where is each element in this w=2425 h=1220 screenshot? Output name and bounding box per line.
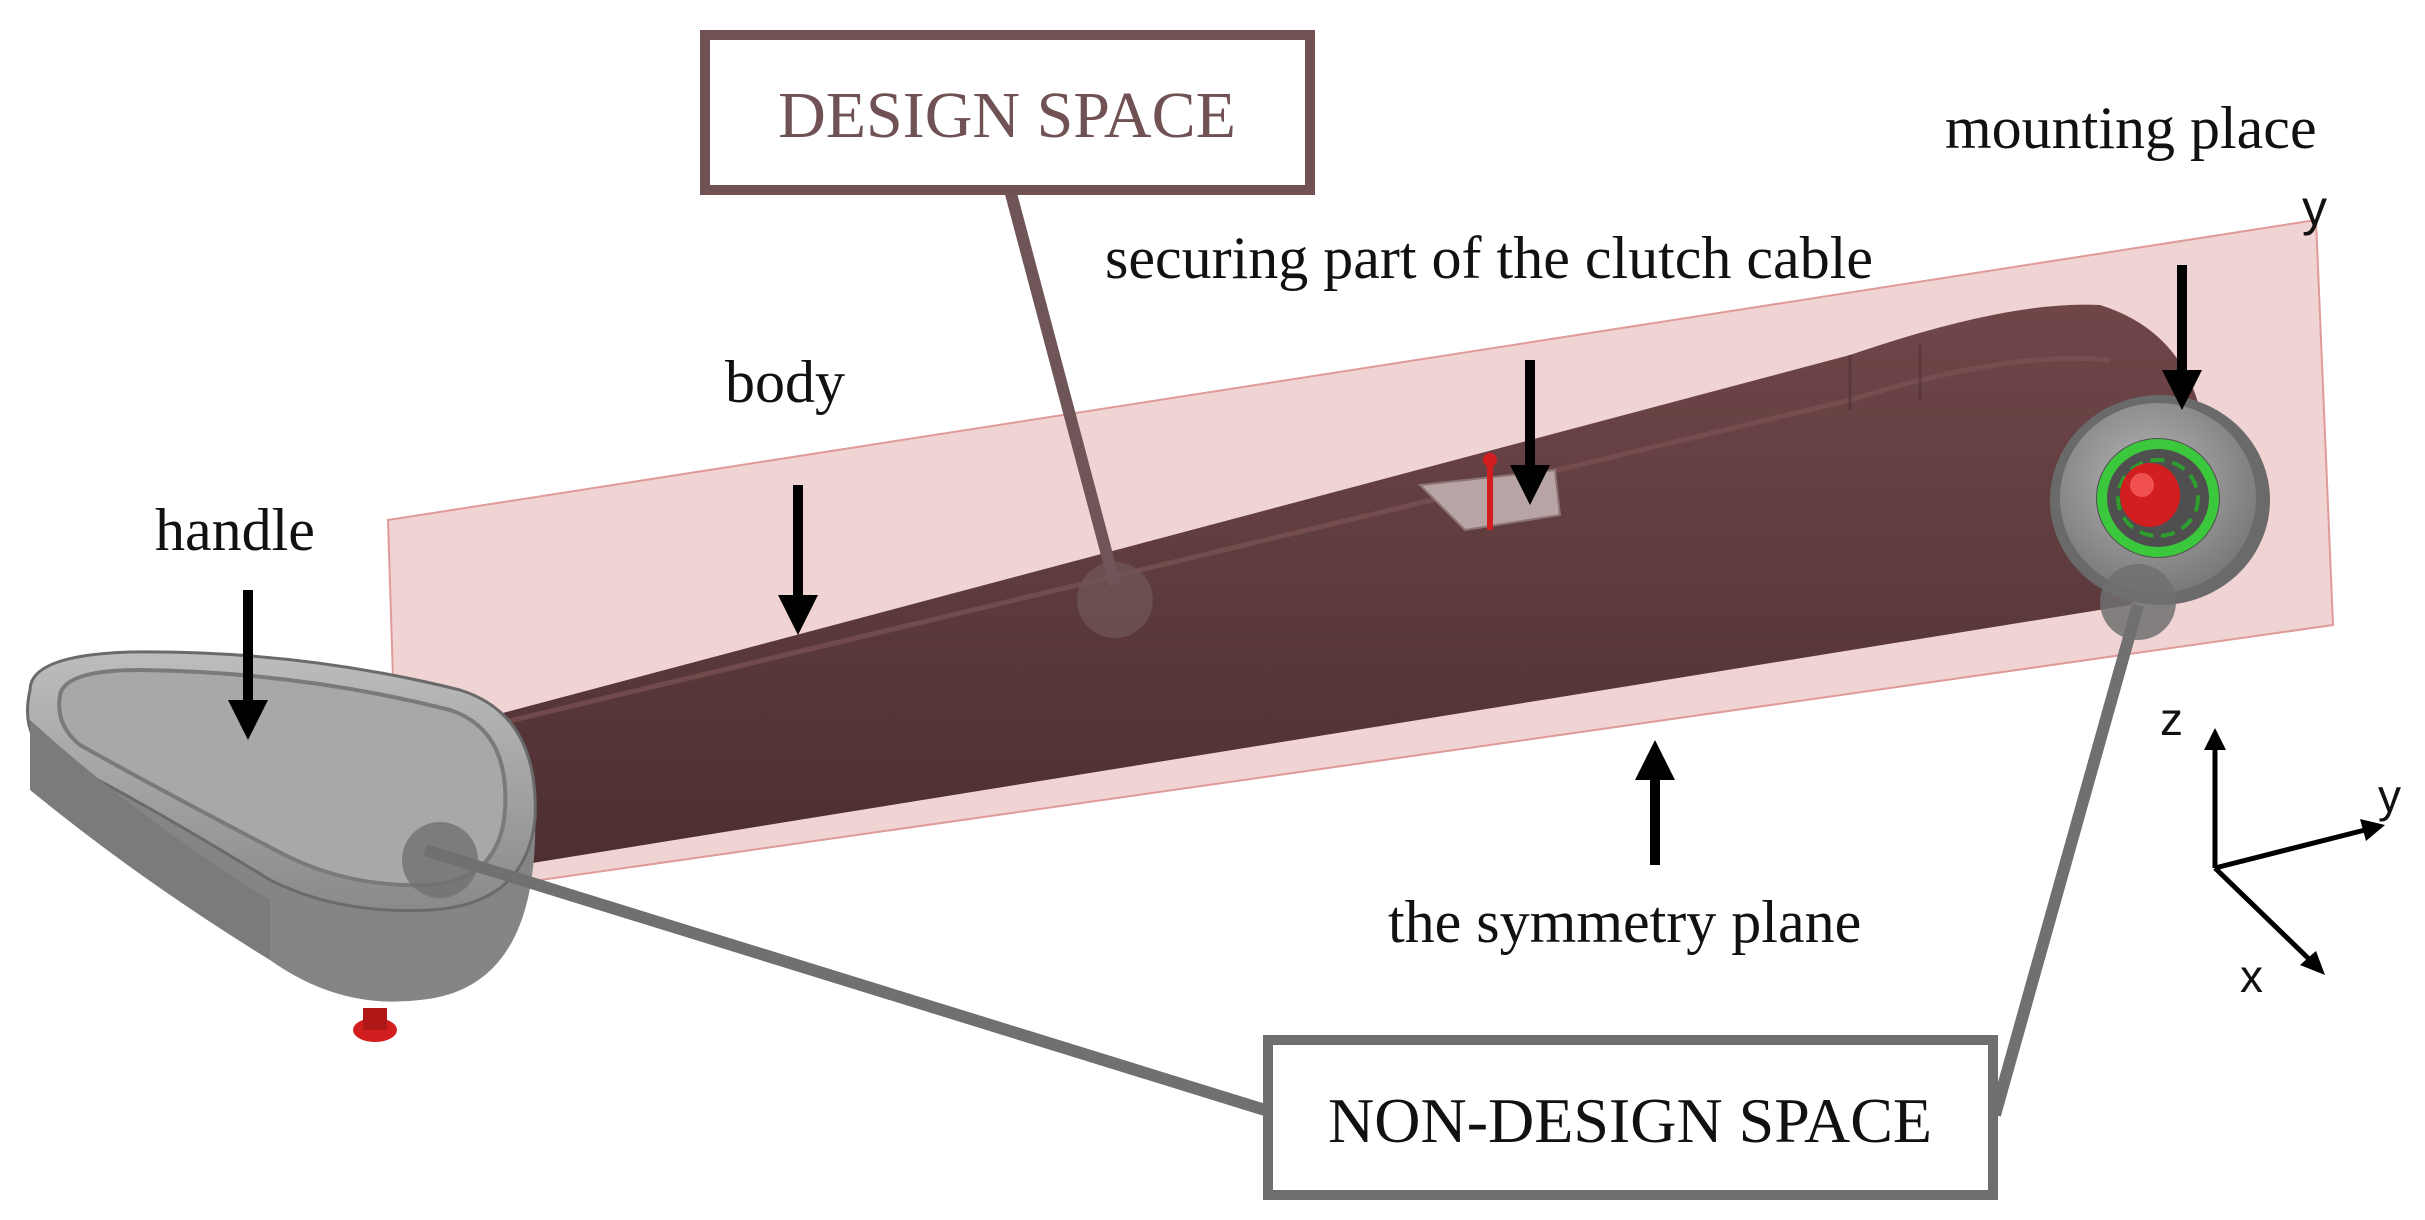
axis-y-label: y bbox=[2378, 770, 2401, 822]
symmetry-plane-label: the symmetry plane bbox=[1388, 889, 1861, 955]
cable-securing-pin-head bbox=[1483, 453, 1497, 467]
plane-y-axis-label: y bbox=[2302, 180, 2327, 236]
design-space-box bbox=[700, 30, 1315, 195]
arrow-body bbox=[778, 485, 818, 635]
axis-x-label: x bbox=[2240, 950, 2263, 1002]
body-label: body bbox=[725, 349, 845, 415]
design-space-label: DESIGN SPACE bbox=[778, 79, 1236, 152]
handle-label: handle bbox=[155, 497, 315, 563]
coordinate-axes bbox=[2204, 728, 2385, 975]
non-design-leader-mount-dot bbox=[2100, 564, 2176, 640]
non-design-leader-mount bbox=[1989, 603, 2144, 1117]
arrow-handle bbox=[228, 590, 268, 740]
non-design-space-label: NON-DESIGN SPACE bbox=[1328, 1085, 1932, 1156]
handle-side bbox=[30, 720, 270, 960]
securing-part-label: securing part of the clutch cable bbox=[1105, 225, 1873, 291]
bearing-green bbox=[2097, 439, 2219, 557]
pin-red-highlight bbox=[2130, 473, 2154, 497]
arrow-securing-part bbox=[1510, 360, 1550, 505]
mounting-place bbox=[2050, 395, 2270, 605]
lever-body-top-edge bbox=[429, 355, 2111, 743]
design-space-leader-dot bbox=[1077, 562, 1153, 638]
handle-rim bbox=[57, 667, 508, 888]
lever-body bbox=[420, 304, 2202, 865]
mounting-place-label: mounting place bbox=[1945, 95, 2317, 161]
arrow-symmetry-plane bbox=[1635, 740, 1675, 865]
lever-body-ridge bbox=[1848, 345, 1922, 410]
design-space-leader bbox=[1004, 188, 1121, 587]
pin-red bbox=[2120, 463, 2180, 527]
handle-stop-red-stem bbox=[363, 1008, 387, 1030]
non-design-space-box bbox=[1263, 1035, 1998, 1200]
bearing-green-inner bbox=[2116, 458, 2200, 538]
arrow-mounting-place bbox=[2162, 265, 2202, 410]
non-design-leader-handle bbox=[423, 844, 1267, 1116]
axis-z-label: z bbox=[2160, 693, 2183, 745]
non-design-leader-handle-dot bbox=[402, 822, 478, 898]
